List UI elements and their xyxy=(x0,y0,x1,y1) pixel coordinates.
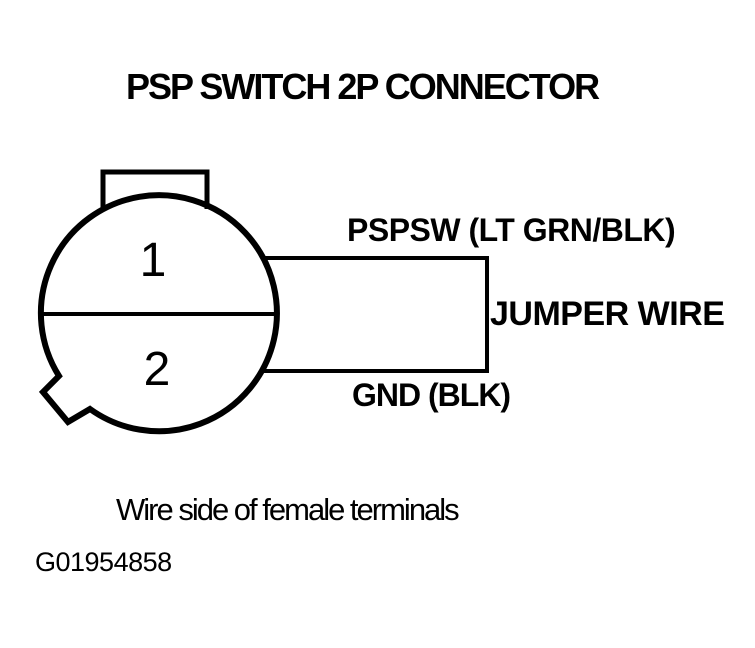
terminal-2-number: 2 xyxy=(143,343,171,396)
pin1-wire-label: PSPSW (LT GRN/BLK) xyxy=(347,212,676,248)
figure-id: G01954858 xyxy=(35,547,172,577)
jumper-wire-loop xyxy=(262,256,489,373)
connector-body-outline xyxy=(37,192,280,435)
view-caption: Wire side of female terminals xyxy=(116,492,460,527)
pin2-wire-label: GND (BLK) xyxy=(352,377,511,413)
diagram-title: PSP SWITCH 2P CONNECTOR xyxy=(126,66,600,107)
jumper-wire-label: JUMPER WIRE xyxy=(490,295,725,333)
terminal-1-number: 1 xyxy=(139,234,167,287)
connector-keying-tab xyxy=(100,169,210,209)
